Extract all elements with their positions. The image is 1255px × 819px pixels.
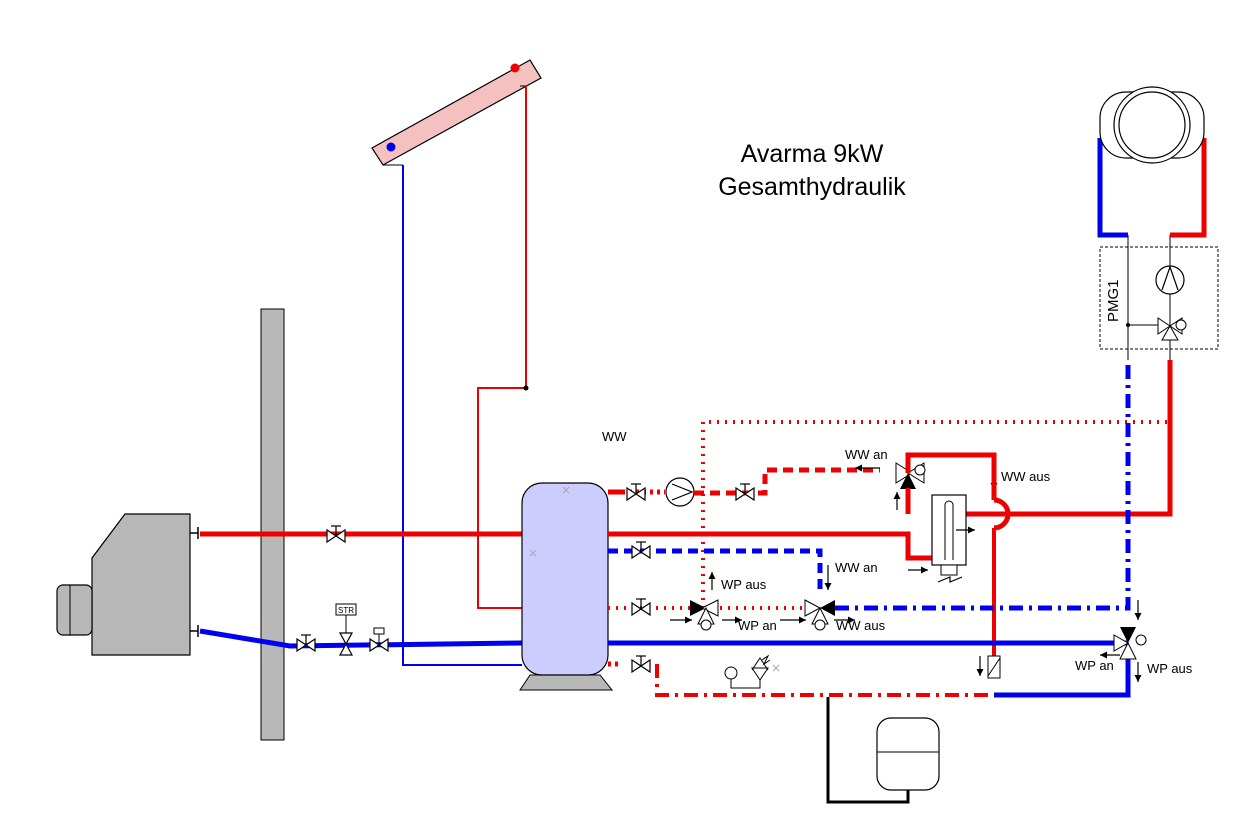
safety-group: ×: [724, 654, 781, 689]
heat-pump-outdoor-unit: [56, 513, 199, 656]
heating-consumer: [1099, 86, 1205, 164]
wall: [260, 308, 285, 741]
ww-an-top-label: WW an: [845, 447, 888, 462]
storage-tank: × ×: [519, 482, 614, 691]
main-switch-valve: [1113, 627, 1147, 660]
solar-collector: [371, 59, 542, 166]
ww-aus-mid-label: WW aus: [836, 618, 886, 633]
svg-text:×: ×: [771, 661, 781, 675]
radiator-return-line: [1097, 138, 1128, 238]
svg-text:×: ×: [528, 546, 538, 560]
ww-pump: [665, 477, 695, 507]
check-valve: [987, 655, 1001, 679]
wp-aus-right-label: WP aus: [1147, 661, 1193, 676]
wp-an-mid-label: WP an: [738, 618, 777, 633]
heat-exchanger: [931, 494, 967, 583]
solar-supply-line: [477, 86, 527, 609]
svg-text:×: ×: [561, 483, 571, 497]
diagram-title-line2: Gesamthydraulik: [718, 173, 906, 201]
hp-return-line: [199, 628, 523, 649]
non-return-valve: [369, 627, 389, 653]
solar-return-line: [402, 165, 522, 666]
expansion-vessel: [876, 717, 940, 791]
radiator-supply-line: [1170, 138, 1207, 238]
ww-switch-valve-top: [895, 462, 926, 489]
wp-aus-mid-label: WP aus: [721, 577, 767, 592]
diagram-title-line1: Avarma 9kW: [741, 140, 884, 168]
ww-label: WW: [602, 429, 627, 444]
ww-switch-valve-mid: [804, 599, 835, 631]
heating-pump-unit: PMG1: [1099, 235, 1219, 360]
wp-an-right-label: WP an: [1075, 658, 1114, 673]
ww-aus-top-label: WW aus: [1001, 469, 1051, 484]
wp-switch-valve-left: [690, 599, 719, 631]
str-valve: STR: [335, 603, 357, 656]
dotted-supply-line: [701, 420, 1170, 608]
pmg-label: PMG1: [1105, 279, 1122, 322]
str-label: STR: [338, 606, 354, 615]
ww-an-mid-label: WW an: [835, 560, 878, 575]
